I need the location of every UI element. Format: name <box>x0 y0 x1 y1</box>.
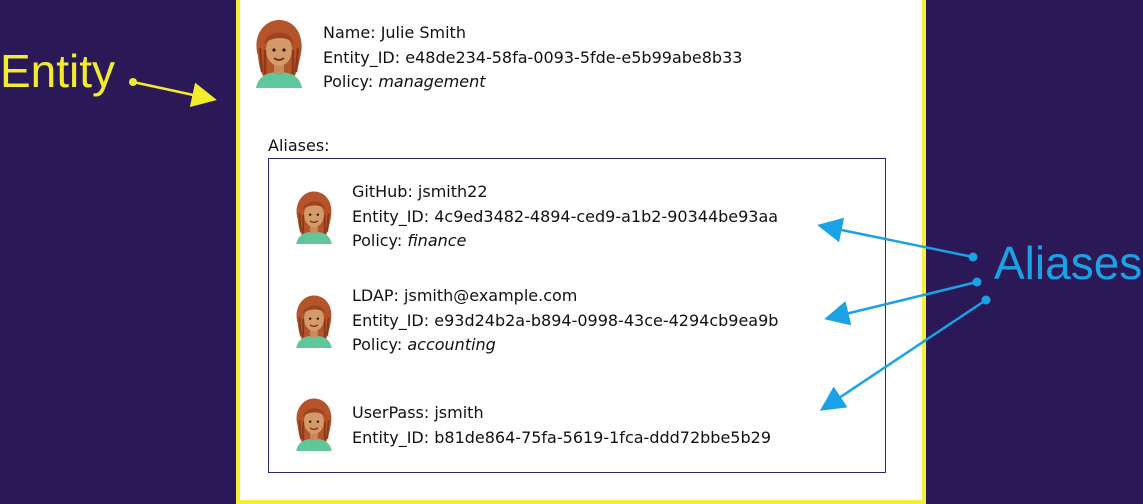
entity-policy: management <box>378 72 486 91</box>
alias-user: jsmith22 <box>417 182 488 201</box>
alias-ldap: LDAP: jsmith@example.com Entity_ID: e93d… <box>352 286 779 354</box>
entity-label: Entity <box>0 45 116 97</box>
entity-arrow <box>132 80 217 108</box>
entity-policy-line: Policy: management <box>323 72 486 91</box>
alias-arrow-userpass <box>819 298 987 411</box>
alias-arrow-ldap <box>824 280 978 326</box>
aliases-label: Aliases <box>994 237 1143 289</box>
alias-policy: finance <box>407 231 467 250</box>
alias-user: jsmith <box>434 403 484 422</box>
aliases-box <box>268 158 886 473</box>
entity-id: e48de234-58fa-0093-5fde-e5b99abe8b33 <box>405 47 743 67</box>
alias-id: 4c9ed3482-4894-ced9-a1b2-90344be93aa <box>434 206 779 226</box>
alias-id: b81de864-75fa-5619-1fca-ddd72bbe5b29 <box>434 427 771 447</box>
alias-github: GitHub: jsmith22 Entity_ID: 4c9ed3482-48… <box>352 182 779 250</box>
alias-userpass: UserPass: jsmith Entity_ID: b81de864-75f… <box>352 403 771 447</box>
entity-id-line: Entity_ID: e48de234-58fa-0093-5fde-e5b99… <box>323 47 743 67</box>
aliases-heading: Aliases: <box>268 136 330 155</box>
alias-user: jsmith@example.com <box>404 286 578 305</box>
entity-card <box>236 0 926 504</box>
alias-id: e93d24b2a-b894-0998-43ce-4294cb9ea9b <box>434 310 779 330</box>
entity-name-line: Name: Julie Smith <box>323 23 466 42</box>
connector-arrows <box>129 78 991 411</box>
alias-arrow-github <box>817 217 974 259</box>
entity-name: Julie Smith <box>380 23 466 42</box>
entity-info: Name: Julie Smith Entity_ID: e48de234-58… <box>323 21 742 95</box>
alias-policy: accounting <box>407 335 496 354</box>
